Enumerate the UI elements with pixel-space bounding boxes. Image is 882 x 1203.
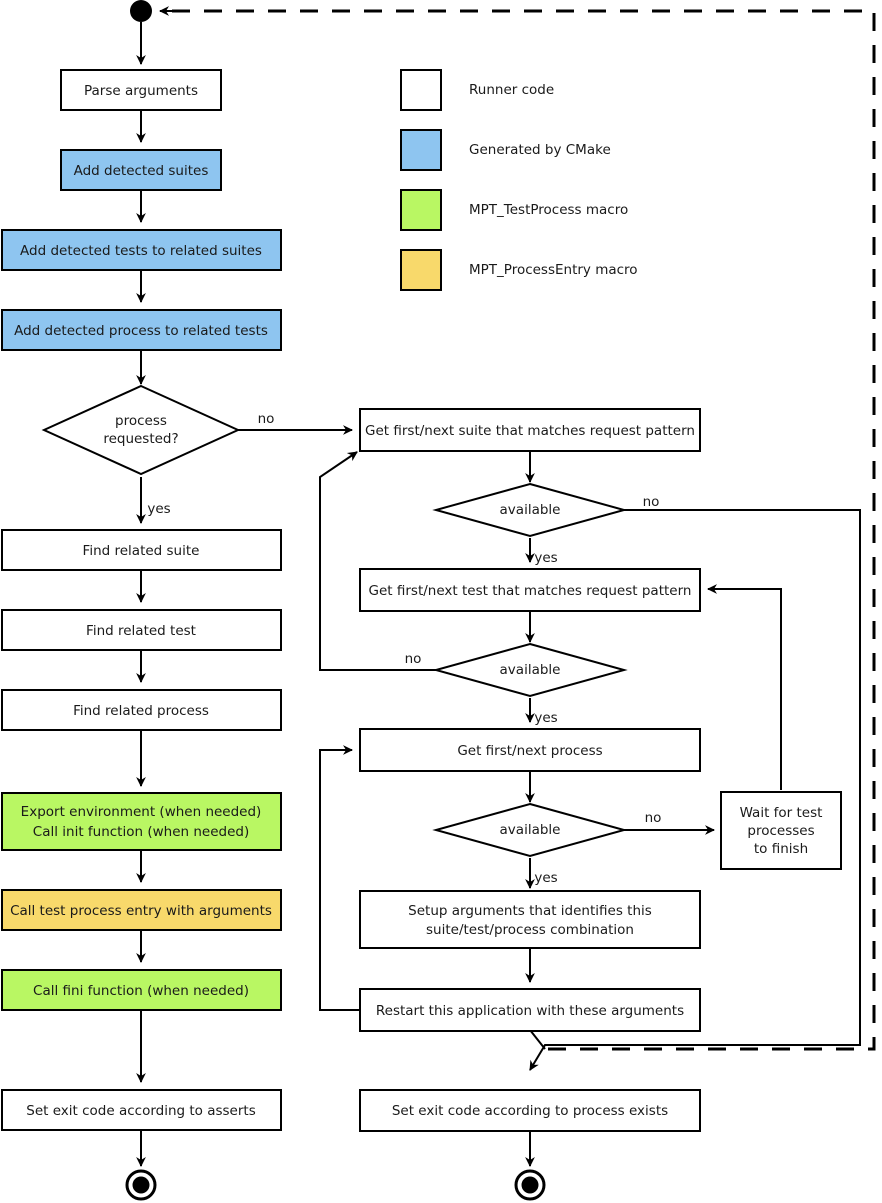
edge-label-test-available-yes: yes bbox=[534, 710, 557, 726]
node-wait-label-line2: processes bbox=[747, 823, 814, 839]
edge-test-available-no bbox=[319, 451, 436, 671]
node-find-related-process[interactable]: Find related process bbox=[1, 689, 282, 731]
node-add-detected-suites-label: Add detected suites bbox=[74, 163, 209, 179]
node-parse-arguments-label: Parse arguments bbox=[84, 83, 198, 99]
legend-label-process-entry-macro: MPT_ProcessEntry macro bbox=[469, 262, 638, 278]
node-find-related-suite[interactable]: Find related suite bbox=[1, 529, 282, 571]
edge-restart-loop-to-getprocess bbox=[319, 745, 360, 1011]
legend-label-test-process-macro: MPT_TestProcess macro bbox=[469, 202, 628, 218]
node-find-related-test-label: Find related test bbox=[86, 623, 196, 639]
node-wait-for-test-processes[interactable]: Wait for test processes to finish bbox=[720, 791, 842, 870]
node-get-next-test-label: Get first/next test that matches request… bbox=[369, 583, 692, 599]
node-add-detected-tests[interactable]: Add detected tests to related suites bbox=[1, 229, 282, 271]
node-parse-arguments[interactable]: Parse arguments bbox=[60, 69, 222, 111]
node-process-requested-label-line1: process bbox=[115, 413, 167, 429]
node-test-available-decision[interactable]: available bbox=[432, 642, 628, 698]
node-process-available-label: available bbox=[500, 822, 561, 838]
node-call-fini-function[interactable]: Call fini function (when needed) bbox=[1, 969, 282, 1011]
end-node-right bbox=[514, 1169, 546, 1201]
legend-item-test-process-macro: MPT_TestProcess macro bbox=[400, 189, 628, 231]
node-add-detected-process-label: Add detected process to related tests bbox=[14, 323, 268, 339]
node-process-available-decision[interactable]: available bbox=[432, 802, 628, 858]
edge-label-process-available-no: no bbox=[645, 810, 662, 826]
node-setup-arguments-label-line2: suite/test/process combination bbox=[426, 922, 634, 938]
node-setup-arguments[interactable]: Setup arguments that identifies this sui… bbox=[359, 890, 701, 949]
legend-swatch-runner-code bbox=[400, 69, 442, 111]
legend-item-process-entry-macro: MPT_ProcessEntry macro bbox=[400, 249, 638, 291]
node-set-exit-code-asserts[interactable]: Set exit code according to asserts bbox=[1, 1089, 282, 1131]
legend-label-generated-by-cmake: Generated by CMake bbox=[469, 142, 611, 158]
edge-suite-available-no bbox=[529, 509, 861, 1071]
legend-swatch-test-process-macro bbox=[400, 189, 442, 231]
node-set-exit-code-asserts-label: Set exit code according to asserts bbox=[26, 1103, 256, 1119]
node-find-related-suite-label: Find related suite bbox=[83, 543, 200, 559]
node-call-test-process-entry[interactable]: Call test process entry with arguments bbox=[1, 889, 282, 931]
node-setup-arguments-label-line1: Setup arguments that identifies this bbox=[408, 903, 652, 919]
node-export-environment-label-line2: Call init function (when needed) bbox=[33, 824, 249, 840]
node-get-next-process-label: Get first/next process bbox=[457, 743, 602, 759]
legend: Runner code Generated by CMake MPT_TestP… bbox=[400, 69, 638, 291]
node-restart-application[interactable]: Restart this application with these argu… bbox=[359, 988, 701, 1032]
edge-dashed-restart-to-start bbox=[168, 9, 876, 1051]
node-add-detected-suites[interactable]: Add detected suites bbox=[60, 149, 222, 191]
edge-label-process-available-yes: yes bbox=[534, 870, 557, 886]
legend-swatch-process-entry-macro bbox=[400, 249, 442, 291]
legend-item-runner-code: Runner code bbox=[400, 69, 554, 111]
node-test-available-label: available bbox=[500, 662, 561, 678]
node-export-environment[interactable]: Export environment (when needed) Call in… bbox=[1, 792, 282, 851]
edge-restart-to-dashed bbox=[529, 1029, 546, 1050]
node-add-detected-process[interactable]: Add detected process to related tests bbox=[1, 309, 282, 351]
legend-item-generated-by-cmake: Generated by CMake bbox=[400, 129, 611, 171]
node-find-related-test[interactable]: Find related test bbox=[1, 609, 282, 651]
end-node-left bbox=[125, 1169, 157, 1201]
node-add-detected-tests-label: Add detected tests to related suites bbox=[20, 243, 262, 259]
node-set-exit-code-process-label: Set exit code according to process exist… bbox=[392, 1103, 668, 1119]
edge-label-process-requested-no: no bbox=[258, 411, 275, 427]
node-set-exit-code-process[interactable]: Set exit code according to process exist… bbox=[359, 1089, 701, 1132]
node-process-requested-label-line2: requested? bbox=[103, 431, 178, 447]
node-get-next-test[interactable]: Get first/next test that matches request… bbox=[359, 568, 701, 612]
node-suite-available-decision[interactable]: available bbox=[432, 482, 628, 538]
edge-label-suite-available-yes: yes bbox=[534, 550, 557, 566]
edge-wait-to-gettest bbox=[707, 584, 782, 790]
node-wait-label-line3: to finish bbox=[754, 841, 808, 857]
node-call-fini-function-label: Call fini function (when needed) bbox=[33, 983, 249, 999]
start-node bbox=[130, 0, 152, 22]
edge-label-process-requested-yes: yes bbox=[147, 501, 170, 517]
legend-label-runner-code: Runner code bbox=[469, 82, 554, 98]
node-wait-label-line1: Wait for test bbox=[740, 805, 823, 821]
node-restart-application-label: Restart this application with these argu… bbox=[376, 1003, 684, 1019]
node-export-environment-label-line1: Export environment (when needed) bbox=[21, 804, 262, 820]
node-get-next-process[interactable]: Get first/next process bbox=[359, 728, 701, 772]
node-process-requested-decision[interactable]: process requested? bbox=[41, 384, 241, 476]
node-find-related-process-label: Find related process bbox=[73, 703, 209, 719]
node-get-next-suite[interactable]: Get first/next suite that matches reques… bbox=[359, 408, 701, 452]
edge-label-suite-available-no: no bbox=[643, 494, 660, 510]
node-suite-available-label: available bbox=[500, 502, 561, 518]
legend-swatch-generated-by-cmake bbox=[400, 129, 442, 171]
node-call-test-process-entry-label: Call test process entry with arguments bbox=[10, 903, 272, 919]
edge-label-test-available-no: no bbox=[405, 651, 422, 667]
node-get-next-suite-label: Get first/next suite that matches reques… bbox=[365, 423, 695, 439]
